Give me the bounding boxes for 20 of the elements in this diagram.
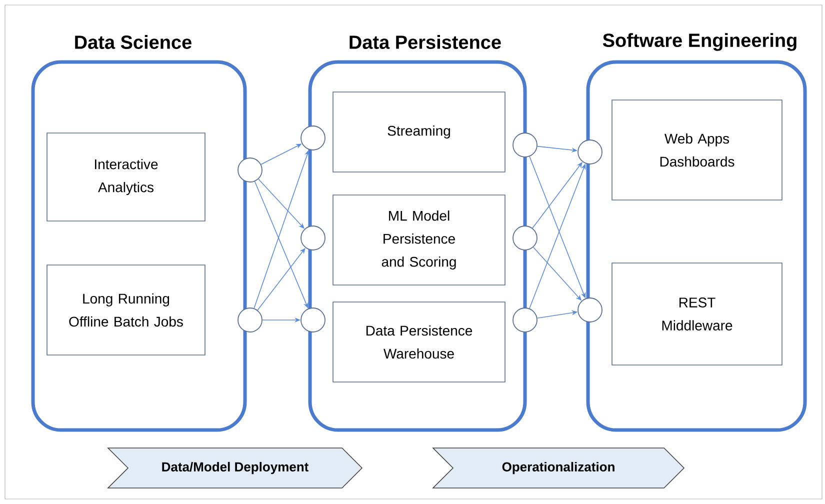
- node-label: Data Science: [75, 35, 192, 49]
- connector-circle: [300, 126, 326, 150]
- connector-circle: [512, 308, 538, 332]
- node-label: Software Engineering: [602, 33, 796, 51]
- connector-circle: [578, 140, 602, 164]
- node-label: Data Persistence: [350, 35, 501, 49]
- connector-circle: [512, 226, 538, 250]
- connector-circle: [512, 132, 538, 158]
- connector-circle: [300, 226, 326, 250]
- connector-circle: [238, 158, 262, 182]
- connector-circle: [578, 298, 602, 322]
- process-box: Data Persistence Warehouse: [332, 302, 506, 382]
- process-box: Long Running Offline Batch Jobs: [46, 264, 206, 356]
- process-box: REST Middleware: [612, 262, 782, 366]
- process-box: ML Model Persistence and Scoring: [332, 194, 506, 286]
- connector-circle: [300, 308, 326, 332]
- connector-circle: [238, 308, 262, 332]
- process-box: Streaming: [332, 92, 506, 172]
- process-box: Web Apps Dashboards: [612, 100, 782, 200]
- process-box: Interactive Analytics: [46, 132, 206, 222]
